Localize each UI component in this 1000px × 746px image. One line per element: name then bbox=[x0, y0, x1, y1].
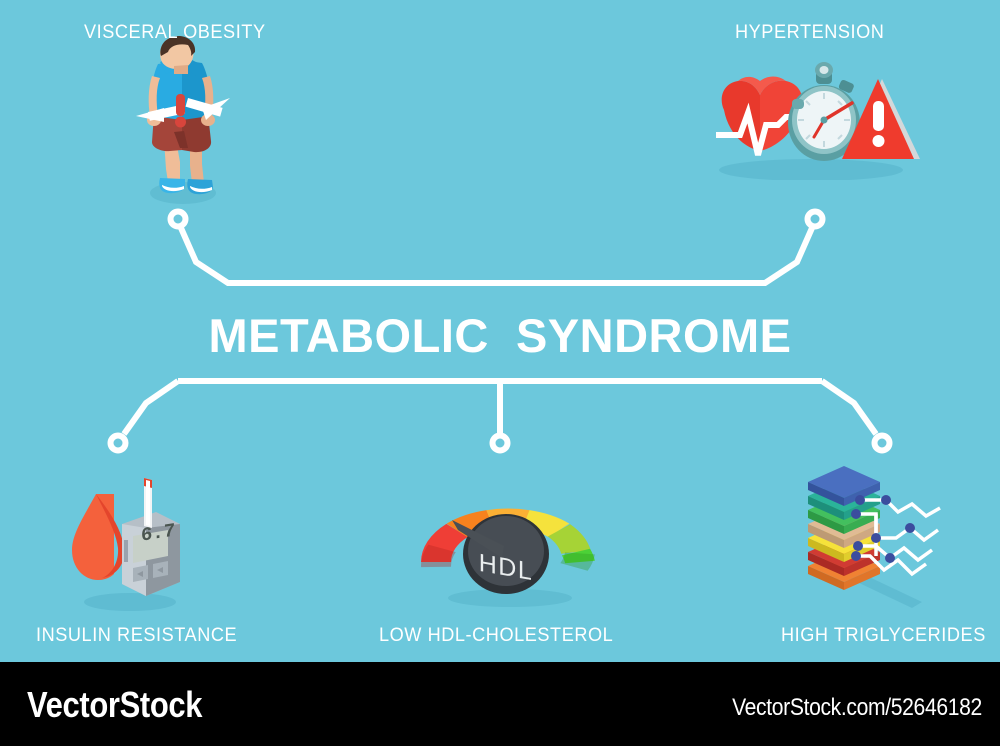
blood-drop-glucometer-icon: 6.7 bbox=[58, 478, 198, 613]
node-ring-high-triglycerides bbox=[871, 432, 893, 454]
node-ring-visceral-obesity bbox=[167, 208, 189, 230]
connector-top-right bbox=[500, 226, 815, 286]
label-low-hdl-cholesterol: LOW HDL-CHOLESTEROL bbox=[379, 624, 614, 646]
label-high-triglycerides: HIGH TRIGLYCERIDES bbox=[781, 624, 986, 646]
connector-bottom-left bbox=[121, 378, 180, 436]
heart-stopwatch-warning-icon bbox=[706, 55, 921, 181]
connector-bottom-right bbox=[820, 378, 879, 436]
watermark-bar: VectorStock VectorStock.com/52646182 bbox=[0, 662, 1000, 746]
diagram-background: 6.7 bbox=[0, 0, 1000, 662]
node-ring-insulin-resistance bbox=[107, 432, 129, 454]
obese-man-waist-measure-icon bbox=[118, 36, 248, 206]
connector-top-left bbox=[178, 226, 500, 286]
vectorstock-url: VectorStock.com/52646182 bbox=[732, 694, 982, 721]
lipid-stack-molecule-icon bbox=[800, 462, 975, 612]
label-visceral-obesity: VISCERAL OBESITY bbox=[84, 21, 266, 43]
label-hypertension: HYPERTENSION bbox=[735, 21, 885, 43]
node-ring-low-hdl bbox=[489, 432, 511, 454]
vectorstock-logo: VectorStock bbox=[27, 684, 203, 725]
node-ring-hypertension bbox=[804, 208, 826, 230]
hdl-gauge-icon: HDL bbox=[418, 470, 598, 610]
page-title: METABOLIC SYNDROME bbox=[208, 309, 792, 362]
label-insulin-resistance: INSULIN RESISTANCE bbox=[36, 624, 238, 646]
